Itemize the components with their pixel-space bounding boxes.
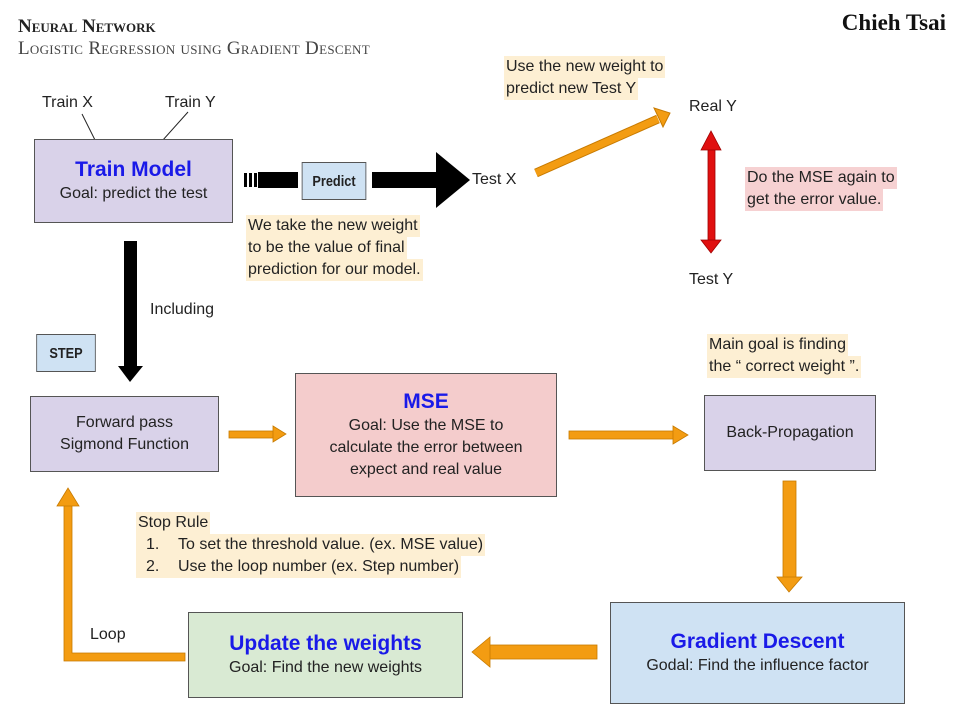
note-new-weight-line2: predict new Test Y <box>504 78 639 100</box>
note-mse-again-line1: Do the MSE again to <box>745 167 897 189</box>
train-model-goal: Goal: predict the test <box>59 185 208 202</box>
stop-rule-text-1: To set the threshold value. (ex. MSE val… <box>178 536 484 553</box>
stop-rule-text-2: Use the loop number (ex. Step number) <box>178 558 460 575</box>
note-final-weight-line3: prediction for our model. <box>246 259 423 281</box>
stop-rule-list: Stop Rule 1. To set the threshold value. … <box>136 512 548 578</box>
label-test-y: Test Y <box>689 271 734 288</box>
mse-to-backprop-arrow <box>568 425 689 445</box>
note-main-goal-line2: the “ correct weight ”. <box>707 356 862 378</box>
predict-tag: Predict <box>301 162 367 200</box>
update-weights-box: Update the weights Goal: Find the new we… <box>188 612 463 698</box>
mse-box: MSE Goal: Use the MSE to calculate the e… <box>295 373 557 497</box>
note-new-weight-line1: Use the new weight to <box>504 56 666 78</box>
note-main-goal-line1: Main goal is finding <box>707 334 848 356</box>
label-loop: Loop <box>90 626 126 643</box>
including-arrow <box>118 241 143 382</box>
gradient-to-update-arrow <box>471 636 598 668</box>
train-model-box: Train Model Goal: predict the test <box>34 139 233 223</box>
note-final-weight-line1: We take the new weight <box>246 215 420 237</box>
stop-rule-item-2: 2. Use the loop number (ex. Step number) <box>136 556 462 578</box>
mse-goal-line3: expect and real value <box>349 461 503 478</box>
note-mse-again-line2: get the error value. <box>745 189 884 211</box>
stop-rule-title: Stop Rule <box>136 512 211 534</box>
update-weights-title: Update the weights <box>229 632 422 655</box>
forward-to-mse-arrow <box>228 425 287 443</box>
mse-goal-line2: calculate the error between <box>329 439 523 456</box>
forward-pass-line1: Forward pass <box>76 414 173 431</box>
back-propagation-label: Back-Propagation <box>726 424 854 441</box>
note-final-weight-line2: to be the value of final <box>246 237 407 259</box>
train-model-title: Train Model <box>75 158 192 181</box>
update-weights-goal: Goal: Find the new weights <box>229 659 422 676</box>
label-real-y: Real Y <box>689 98 737 115</box>
stop-rule-num-2: 2. <box>146 558 160 575</box>
label-train-y: Train Y <box>165 94 216 111</box>
stop-rule-num-1: 1. <box>146 536 160 553</box>
label-including: Including <box>150 301 215 318</box>
gradient-descent-title: Gradient Descent <box>670 630 845 653</box>
real-test-double-arrow <box>700 130 722 254</box>
header-subtitle: Logistic Regression using Gradient Desce… <box>18 38 370 59</box>
loop-arrow <box>56 487 186 662</box>
stop-rule-item-1: 1. To set the threshold value. (ex. MSE v… <box>136 534 486 556</box>
author-name: Chieh Tsai <box>841 10 946 35</box>
gradient-descent-goal: Godal: Find the influence factor <box>646 657 869 674</box>
backprop-to-gradient-arrow <box>776 480 803 593</box>
predict-arrow <box>244 152 470 208</box>
test-x-to-real-y-arrow <box>534 107 671 178</box>
mse-title: MSE <box>403 390 449 413</box>
label-train-x: Train X <box>42 94 93 111</box>
forward-pass-line2: Sigmond Function <box>60 436 189 453</box>
back-propagation-box: Back-Propagation <box>704 395 876 471</box>
gradient-descent-box: Gradient Descent Godal: Find the influen… <box>610 602 905 704</box>
forward-pass-box: Forward pass Sigmond Function <box>30 396 219 472</box>
step-tag: STEP <box>36 334 96 372</box>
header-title: Neural Network <box>18 16 156 37</box>
mse-goal-line1: Goal: Use the MSE to <box>348 417 504 434</box>
label-test-x: Test X <box>472 171 517 188</box>
